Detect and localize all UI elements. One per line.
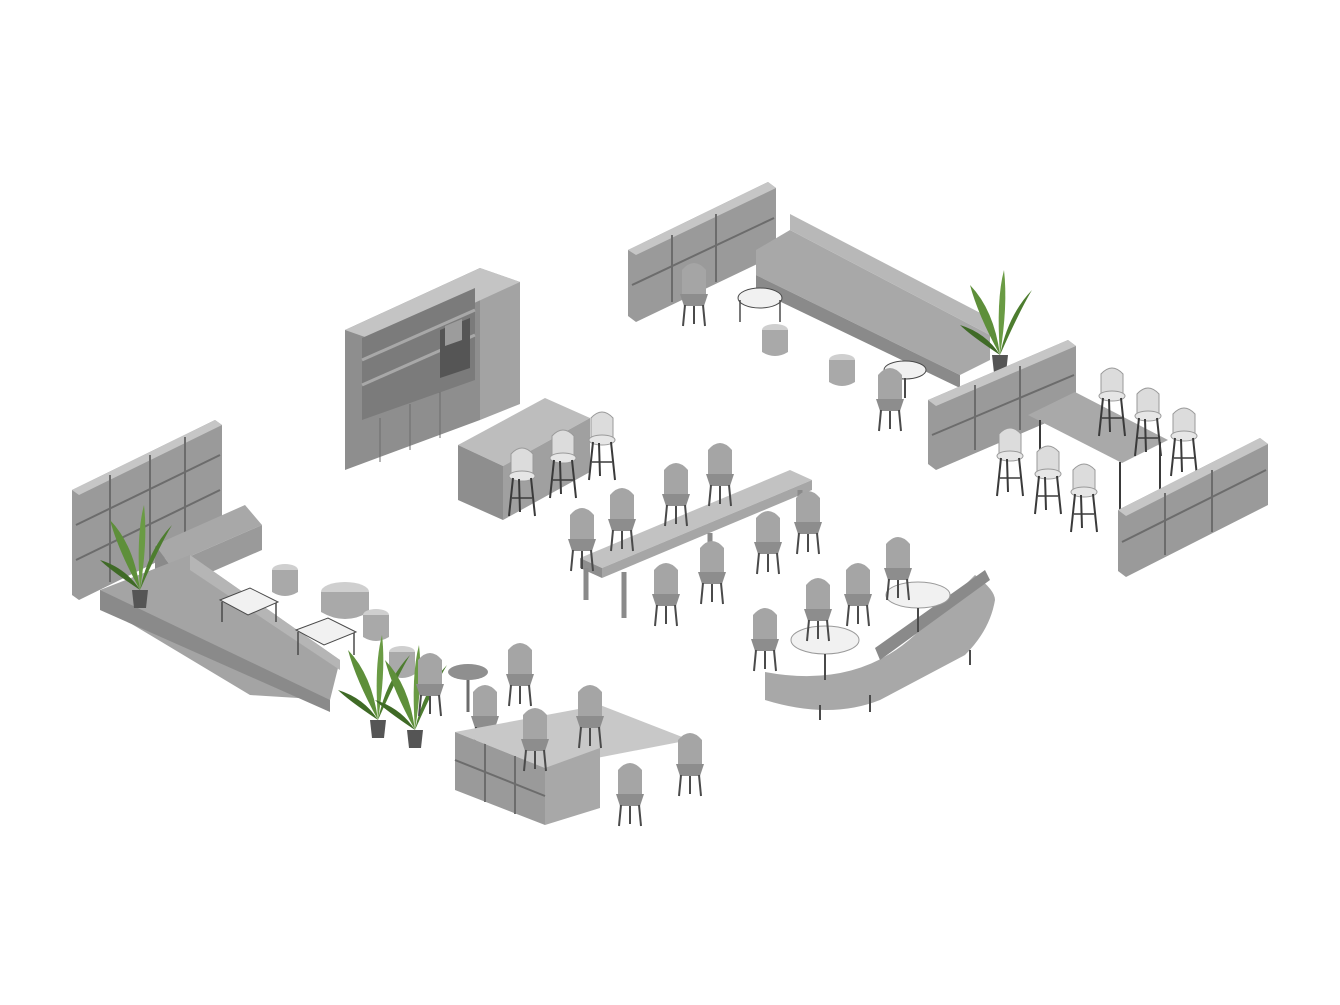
- booth-chair: [843, 562, 873, 627]
- meeting-chair: [661, 462, 691, 527]
- meeting-chair: [607, 487, 637, 552]
- shelving-right-upper: [928, 340, 1076, 470]
- sofa-long: [756, 214, 990, 388]
- bar-stool: [1170, 407, 1198, 477]
- lounge-armchair: [875, 367, 905, 432]
- meeting-chair: [651, 562, 681, 627]
- cafe-chair: [505, 642, 535, 707]
- pouf-large: [321, 582, 369, 619]
- booth-chair: [803, 577, 833, 642]
- lounge-side-tables: [218, 587, 358, 655]
- pouf: [272, 564, 298, 596]
- booth-chair: [750, 607, 780, 672]
- meeting-chair: [567, 507, 597, 572]
- meeting-chair: [793, 490, 823, 555]
- desk-chair: [615, 762, 645, 827]
- desk-chair: [520, 707, 550, 772]
- lounge-armchair: [679, 262, 709, 327]
- cafe-chair: [415, 652, 445, 717]
- desk-chair: [575, 684, 605, 749]
- shelf-desk-bottom: [454, 705, 691, 825]
- pouf: [829, 354, 855, 386]
- coffee-table-top: [737, 287, 783, 322]
- meeting-chair: [705, 442, 735, 507]
- shelving-top: [628, 182, 776, 322]
- desk-chair: [675, 732, 705, 797]
- pouf: [363, 609, 389, 641]
- kitchen-coffee-bar: [345, 268, 520, 470]
- cafe-table: [448, 664, 488, 712]
- booth-chair: [883, 536, 913, 601]
- bar-stool: [588, 411, 616, 481]
- bar-stool: [1034, 445, 1062, 515]
- shelving-right-lower: [1118, 438, 1268, 577]
- shelving-lounge-left: [72, 420, 340, 712]
- meeting-chair: [753, 510, 783, 575]
- bar-stool: [1070, 463, 1098, 533]
- booth-seating: [765, 570, 995, 720]
- bar-stool: [996, 427, 1024, 497]
- pouf: [762, 324, 788, 356]
- meeting-chair: [697, 540, 727, 605]
